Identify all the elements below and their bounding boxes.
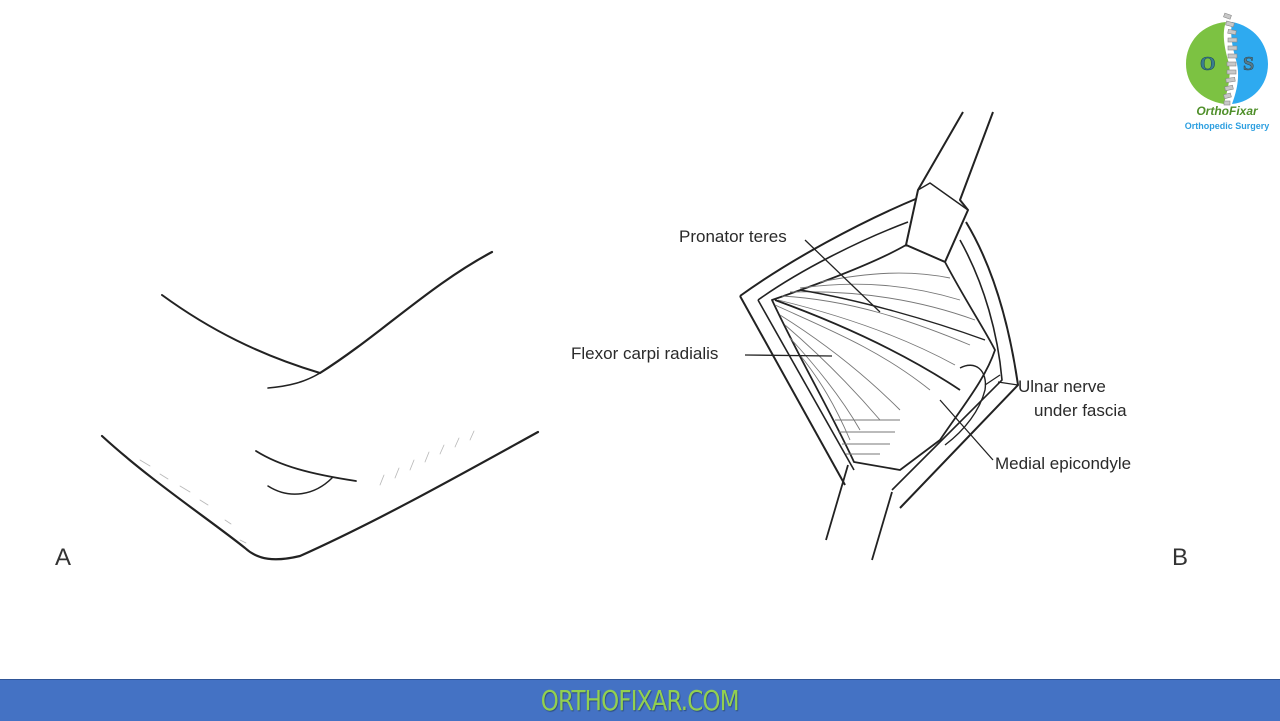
label-medial-epicondyle: Medial epicondyle — [995, 454, 1132, 473]
svg-text:O: O — [1200, 53, 1216, 75]
anatomy-illustration — [100, 111, 1019, 561]
panel-a-letter: A — [55, 544, 72, 571]
logo-subtitle: Orthopedic Surgery — [1184, 121, 1270, 131]
label-pronator-teres: Pronator teres — [679, 227, 787, 246]
label-ulnar-nerve-line1: Ulnar nerve — [1018, 377, 1106, 396]
panel-b-letter: B — [1172, 544, 1189, 571]
panel-b-surgical-exposure — [739, 111, 1019, 561]
footer-banner: ORTHOFIXAR.COM — [0, 679, 1280, 721]
label-ulnar-nerve-line2: under fascia — [1034, 401, 1127, 420]
orthofixar-logo-icon: O S — [1186, 12, 1268, 106]
panel-a-elbow-drawing — [100, 250, 540, 561]
footer-site-link[interactable]: ORTHOFIXAR.COM — [540, 684, 740, 717]
svg-text:S: S — [1243, 53, 1254, 75]
logo-title: OrthoFixar — [1196, 104, 1258, 118]
label-flexor-carpi-radialis: Flexor carpi radialis — [571, 344, 719, 363]
